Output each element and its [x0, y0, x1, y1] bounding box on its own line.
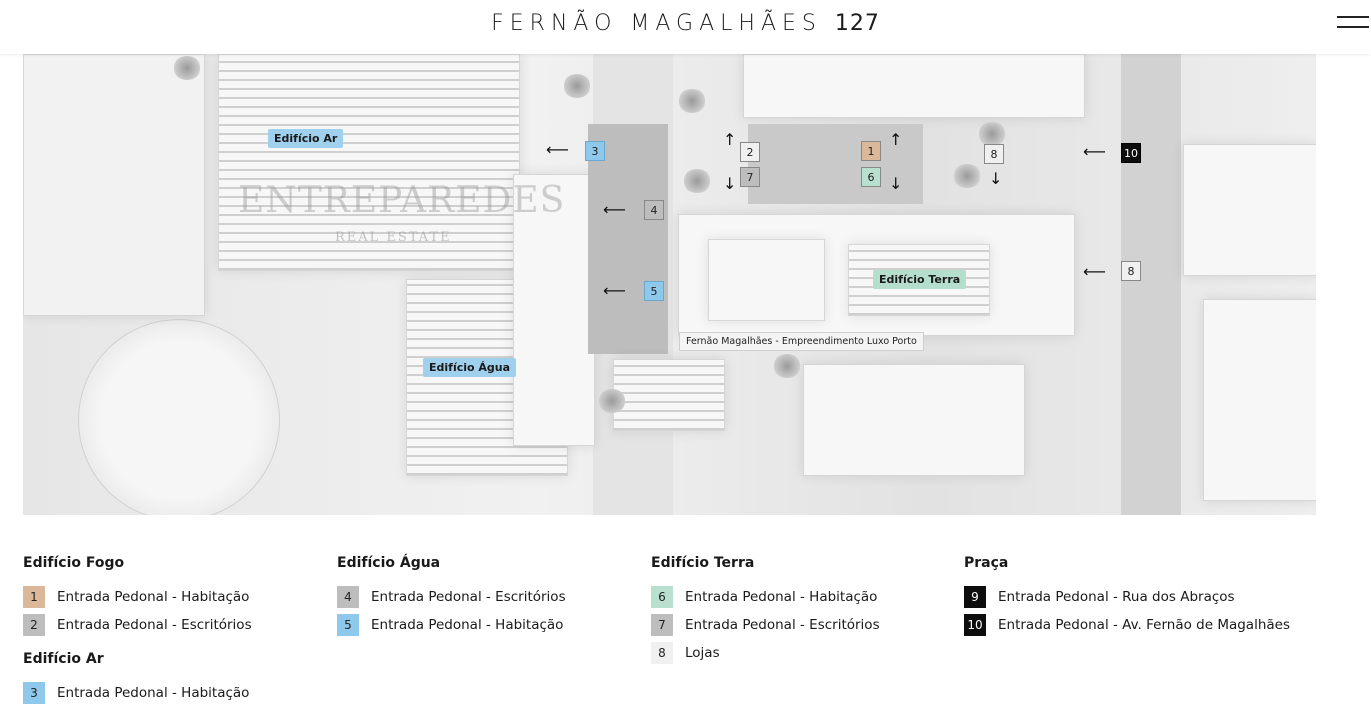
legend-title-fogo: Edifício Fogo [23, 555, 125, 571]
arrow-up-icon: ↑ [889, 130, 903, 149]
building-ar [218, 54, 520, 271]
legend-number: 2 [23, 614, 45, 636]
building-right-lower [803, 364, 1025, 476]
arrow-down-icon: ↓ [989, 169, 1003, 188]
watermark-logo: ENTREPAREDES [238, 180, 566, 221]
legend-item: 6 Entrada Pedonal - Habitação [651, 583, 880, 611]
legend-col-praca: Praça 9 Entrada Pedonal - Rua dos Abraço… [964, 555, 1290, 639]
arrow-left-icon: ⟵ [546, 140, 569, 159]
legend-item: 5 Entrada Pedonal - Habitação [337, 611, 566, 639]
map-legend: Edifício Fogo 1 Entrada Pedonal - Habita… [23, 555, 1353, 720]
legend-text: Entrada Pedonal - Escritórios [371, 589, 566, 605]
legend-item: 2 Entrada Pedonal - Escritórios [23, 611, 252, 639]
legend-title-praca: Praça [964, 555, 1009, 571]
tree [173, 56, 201, 80]
tree [978, 122, 1006, 146]
legend-title-terra: Edifício Terra [651, 555, 755, 571]
brand-name: FERNÃO MAGALHÃES [491, 11, 822, 36]
building-agua-tower [513, 174, 595, 446]
building-fogo [743, 54, 1085, 118]
marker-8-terra[interactable]: 8 [1121, 261, 1141, 281]
legend-col-fogo-ar: Edifício Fogo 1 Entrada Pedonal - Habita… [23, 555, 252, 707]
tree [953, 164, 981, 188]
brand-number: 127 [834, 11, 880, 36]
watermark-subtitle: REAL ESTATE [335, 230, 452, 245]
brand-logo[interactable]: FERNÃO MAGALHÃES 127 [0, 11, 1371, 36]
marker-5[interactable]: 5 [644, 281, 664, 301]
legend-title-agua: Edifício Água [337, 555, 441, 571]
legend-text: Entrada Pedonal - Rua dos Abraços [998, 589, 1235, 605]
legend-number: 1 [23, 586, 45, 608]
tree [773, 354, 801, 378]
tree [683, 169, 711, 193]
legend-number: 6 [651, 586, 673, 608]
marker-2[interactable]: 2 [740, 142, 760, 162]
legend-number: 9 [964, 586, 986, 608]
arrow-down-icon: ↓ [889, 174, 903, 193]
legend-text: Entrada Pedonal - Habitação [57, 589, 250, 605]
legend-text: Entrada Pedonal - Escritórios [57, 617, 252, 633]
legend-text: Entrada Pedonal - Av. Fernão de Magalhãe… [998, 617, 1291, 633]
legend-number: 5 [337, 614, 359, 636]
round-building [78, 319, 280, 515]
legend-number: 3 [23, 682, 45, 704]
site-plan-map: ENTREPAREDES REAL ESTATE Edifício Ar Edi… [23, 54, 1316, 515]
legend-col-agua: Edifício Água 4 Entrada Pedonal - Escrit… [337, 555, 566, 639]
building-east-lower [1203, 299, 1316, 501]
site-header: FERNÃO MAGALHÃES 127 [0, 0, 1371, 54]
legend-number: 7 [651, 614, 673, 636]
marker-7[interactable]: 7 [740, 167, 760, 187]
arrow-left-icon: ⟵ [1083, 142, 1106, 161]
arrow-down-icon: ↓ [723, 174, 737, 193]
legend-item: 7 Entrada Pedonal - Escritórios [651, 611, 880, 639]
legend-number: 8 [651, 642, 673, 664]
courtyard-agua [588, 124, 668, 354]
marker-6[interactable]: 6 [861, 167, 881, 187]
legend-item: 9 Entrada Pedonal - Rua dos Abraços [964, 583, 1290, 611]
label-edificio-terra: Edifício Terra [873, 270, 967, 289]
tree [678, 89, 706, 113]
legend-item: 3 Entrada Pedonal - Habitação [23, 679, 252, 707]
building-west [23, 54, 205, 316]
marker-1[interactable]: 1 [861, 141, 881, 161]
arrow-left-icon: ⟵ [1083, 262, 1106, 281]
arrow-up-icon: ↑ [723, 130, 737, 149]
legend-item: 10 Entrada Pedonal - Av. Fernão de Magal… [964, 611, 1290, 639]
legend-text: Lojas [685, 645, 720, 661]
label-edificio-agua: Edifício Água [423, 358, 517, 377]
building-east [1183, 144, 1316, 276]
marker-4[interactable]: 4 [644, 200, 664, 220]
building-terra-annex [708, 239, 825, 321]
legend-number: 4 [337, 586, 359, 608]
tree [598, 389, 626, 413]
legend-text: Entrada Pedonal - Escritórios [685, 617, 880, 633]
legend-text: Entrada Pedonal - Habitação [685, 589, 878, 605]
avenue-road [1121, 54, 1181, 515]
legend-text: Entrada Pedonal - Habitação [57, 685, 250, 701]
building-lower [613, 359, 725, 431]
tree [563, 74, 591, 98]
label-edificio-ar: Edifício Ar [268, 129, 344, 148]
legend-col-terra: Edifício Terra 6 Entrada Pedonal - Habit… [651, 555, 880, 667]
courtyard-fogo [748, 124, 923, 204]
arrow-left-icon: ⟵ [603, 281, 626, 300]
legend-item: 1 Entrada Pedonal - Habitação [23, 583, 252, 611]
legend-text: Entrada Pedonal - Habitação [371, 617, 564, 633]
marker-3[interactable]: 3 [585, 141, 605, 161]
legend-item: 4 Entrada Pedonal - Escritórios [337, 583, 566, 611]
legend-title-ar: Edifício Ar [23, 651, 104, 667]
marker-10[interactable]: 10 [1121, 143, 1141, 163]
hamburger-menu-icon[interactable] [1337, 16, 1369, 36]
map-caption: Fernão Magalhães - Empreendimento Luxo P… [679, 332, 924, 351]
legend-item: 8 Lojas [651, 639, 880, 667]
legend-number: 10 [964, 614, 986, 636]
marker-8[interactable]: 8 [984, 144, 1004, 164]
arrow-left-icon: ⟵ [603, 200, 626, 219]
